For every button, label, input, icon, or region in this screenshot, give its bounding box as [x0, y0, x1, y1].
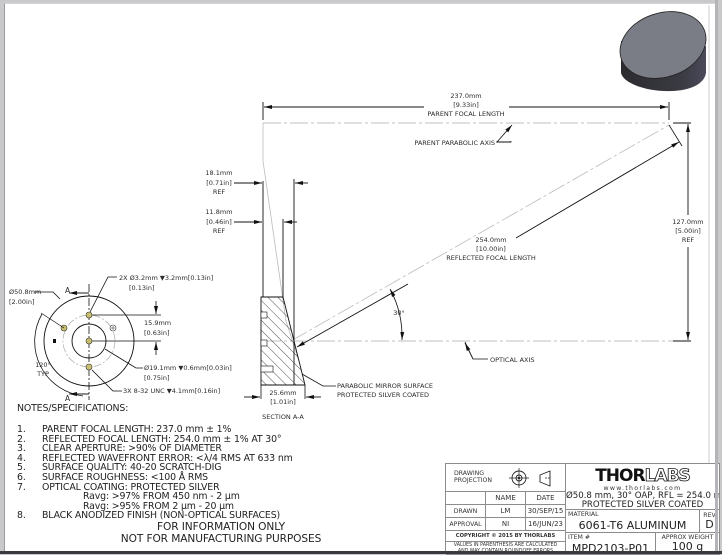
diameter-mm: Ø50.8mm	[9, 288, 41, 296]
center-bore-line2: [0.75in]	[144, 374, 170, 382]
parent-parabolic-axis-label: PARENT PARABOLIC AXIS	[414, 139, 495, 147]
dim-11-ref: REF	[213, 227, 226, 235]
offset-height-ref: REF	[682, 236, 695, 244]
weight-value: 100 g	[671, 540, 704, 553]
description-line-1: Ø50.8 mm, 30° OAP, RFL = 254.0 mm,	[566, 491, 720, 501]
reflected-ray-line	[290, 124, 670, 342]
reflected-focal-length-mm: 254.0mm	[475, 236, 506, 244]
section-label: SECTION A-A	[262, 413, 304, 421]
note-item: 4.REFLECTED WAVEFRONT ERROR: <λ/4 RMS AT…	[17, 452, 293, 464]
material-value: 6061-T6 ALUMINUM	[578, 519, 687, 532]
disclaimer-line-2: NOT FOR MANUFACTURING PURPOSES	[120, 532, 322, 545]
dim-18-mm: 18.1mm	[205, 169, 232, 177]
offset-height-mm: 127.0mm	[672, 218, 703, 226]
note-item: 8.BLACK ANODIZED FINISH (NON-OPTICAL SUR…	[17, 509, 281, 521]
offset-height-in: [5.00in]	[675, 227, 701, 235]
approval-name: NI	[486, 518, 526, 531]
mirror-surface-label-1: PARABOLIC MIRROR SURFACE	[337, 382, 433, 390]
note-item: 1.PARENT FOCAL LENGTH: 237.0 mm ± 1%	[17, 424, 232, 435]
rev-value: D	[705, 518, 714, 531]
note-item: 3.CLEAR APERTURE: >90% OF DIAMETER	[17, 443, 222, 455]
pitch-mm: 15.9mm	[144, 319, 171, 327]
blank-header-cell	[446, 492, 486, 505]
diameter-in: [2.00in]	[9, 298, 35, 306]
copyright: COPYRIGHT © 2015 BY THORLABS	[446, 531, 566, 542]
description-line-2: PROTECTED SILVER COATED	[581, 500, 704, 510]
logo-description-cell: THORLABS www.thorlabs.com Ø50.8 mm, 30° …	[566, 464, 720, 510]
note-sub-item: Ravg: >97% FROM 450 nm - 2 µm	[83, 491, 240, 503]
section-marker-top: A	[65, 286, 71, 295]
pitch-in: [0.63in]	[144, 329, 170, 337]
note-item: 2.REFLECTED FOCAL LENGTH: 254.0 mm ± 1% …	[17, 433, 282, 445]
tapped-holes-label: 3X 8-32 UNC ▼4.1mm[0.16in]	[123, 387, 220, 395]
weight-label: APPROX WEIGHT	[661, 534, 714, 541]
center-bore-line1: Ø19.1mm ▼0.6mm[0.03in]	[144, 364, 232, 372]
reflected-focal-length-label: REFLECTED FOCAL LENGTH	[446, 254, 536, 262]
material-cell: MATERIAL 6061-T6 ALUMINUM	[566, 510, 700, 533]
note-item: 7.OPTICAL COATING: PROTECTED SILVER	[17, 481, 220, 493]
technical-drawing: 237.0mm [9.33in] PARENT FOCAL LENGTH PAR…	[9, 5, 710, 552]
approval-date: 16/JUN/23	[526, 518, 566, 531]
notes-header: NOTES/SPECIFICATIONS:	[17, 403, 129, 414]
drawn-date: 30/SEP/15	[526, 505, 566, 518]
col-name-header: NAME	[486, 492, 526, 505]
reflected-focal-length-in: [10.00in]	[476, 245, 506, 253]
mirror-3d-render	[619, 11, 707, 92]
rev-cell: REV D	[700, 510, 720, 533]
material-label: MATERIAL	[568, 511, 599, 518]
thickness-mm: 25.6mm	[269, 389, 296, 397]
projection-cell: DRAWING PROJECTION	[446, 464, 566, 492]
item-label: ITEM #	[568, 534, 591, 541]
parent-focal-length-label: PARENT FOCAL LENGTH	[427, 110, 504, 118]
note-sub-item: Ravg: >95% FROM 2 µm - 20 µm	[83, 500, 234, 512]
notes-specifications: NOTES/SPECIFICATIONS: 1.PARENT FOCAL LEN…	[17, 403, 293, 521]
parent-focal-length-in: [9.33in]	[453, 101, 479, 109]
holes-2x-line1: 2X Ø3.2mm ▼3.2mm[0.13in]	[119, 274, 213, 282]
website: www.thorlabs.com	[603, 485, 682, 492]
page-frame-right	[715, 0, 718, 554]
angle-label: 30°	[393, 309, 405, 317]
optical-axis-label: OPTICAL AXIS	[490, 356, 535, 364]
disclaimer-line-1: FOR INFORMATION ONLY	[156, 521, 286, 533]
drawing-sheet: 237.0mm [9.33in] PARENT FOCAL LENGTH PAR…	[4, 3, 720, 555]
parent-focal-length-mm: 237.0mm	[450, 92, 481, 100]
rev-label: REV	[703, 512, 716, 519]
thorlabs-logo: THORLABS	[595, 466, 691, 486]
angle-120: 120°	[35, 361, 51, 369]
approval-label: APPROVAL	[446, 518, 486, 531]
projection-symbol-icon	[509, 468, 551, 488]
thickness-in: [1.01in]	[270, 398, 296, 406]
page-frame-bottom	[0, 551, 722, 554]
section-marker-bottom: A	[65, 394, 71, 403]
disclaimer: FOR INFORMATION ONLY NOT FOR MANUFACTURI…	[111, 521, 331, 545]
dim-18-in: [0.71in]	[206, 179, 232, 187]
front-view: A A Ø50.8mm [2.00in] 2X Ø3.2mm ▼3.2mm[0.…	[9, 274, 232, 403]
drawn-label: DRAWN	[446, 505, 486, 518]
drawn-name: LM	[486, 505, 526, 518]
dim-11-in: [0.46in]	[206, 218, 232, 226]
dim-18-ref: REF	[213, 188, 226, 196]
holes-2x-line2: [0.13in]	[129, 284, 155, 292]
angle-typ: TYP	[36, 370, 49, 378]
projection-label: DRAWING PROJECTION	[454, 470, 493, 484]
col-date-header: DATE	[526, 492, 566, 505]
title-block: DRAWING PROJECTION NAME DATE DRAWN LM 30…	[445, 463, 720, 555]
note-item: 6.SURFACE ROUGHNESS: <100 Å RMS	[17, 471, 208, 483]
dim-11-mm: 11.8mm	[205, 208, 232, 216]
mirror-surface-label-2: PROTECTED SILVER COATED	[337, 391, 429, 399]
note-item: 5.SURFACE QUALITY: 40-20 SCRATCH-DIG	[17, 462, 222, 474]
